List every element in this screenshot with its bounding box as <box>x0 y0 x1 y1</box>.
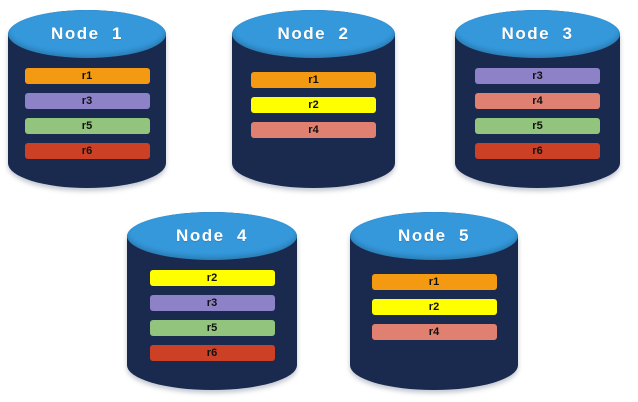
replica-bar-r2[interactable]: r2 <box>371 299 497 315</box>
replica-bar-r4[interactable]: r4 <box>371 324 497 340</box>
replica-bar-r1[interactable]: r1 <box>24 68 150 84</box>
replica-bar-r3[interactable]: r3 <box>149 295 275 311</box>
cylinder-top-ellipse <box>127 212 297 260</box>
replica-bar-r1[interactable]: r1 <box>251 72 376 88</box>
replica-bar-r6[interactable]: r6 <box>475 143 600 159</box>
replica-bar-r2[interactable]: r2 <box>149 270 275 286</box>
replica-bar-r6[interactable]: r6 <box>149 345 275 361</box>
replica-list: r3 r4 r5 r6 <box>455 68 620 159</box>
cylinder-top-ellipse <box>232 10 395 58</box>
replica-bar-r4[interactable]: r4 <box>475 93 600 109</box>
database-node-3[interactable]: Node 3 r3 r4 r5 r6 <box>455 10 620 188</box>
replica-bar-r4[interactable]: r4 <box>251 122 376 138</box>
node-label: Node 3 <box>501 24 574 43</box>
node-label: Node 4 <box>176 226 248 245</box>
database-node-5[interactable]: Node 5 r1 r2 r4 <box>350 212 518 390</box>
replica-bar-r3[interactable]: r3 <box>475 68 600 84</box>
replica-bar-r3[interactable]: r3 <box>24 93 150 109</box>
cylinder-top-ellipse <box>8 10 166 58</box>
replica-list: r2 r3 r5 r6 <box>127 270 297 361</box>
database-node-1[interactable]: Node 1 r1 r3 r5 r6 <box>8 10 166 188</box>
replica-list: r1 r2 r4 <box>350 274 518 340</box>
replica-list: r1 r2 r4 <box>232 72 395 138</box>
database-node-2[interactable]: Node 2 r1 r2 r4 <box>232 10 395 188</box>
replica-bar-r5[interactable]: r5 <box>24 118 150 134</box>
replica-bar-r5[interactable]: r5 <box>475 118 600 134</box>
node-label: Node 1 <box>51 24 123 43</box>
cylinder-top-ellipse <box>350 212 518 260</box>
node-label: Node 5 <box>398 226 470 245</box>
cylinder-top-ellipse <box>455 10 620 58</box>
replica-bar-r6[interactable]: r6 <box>24 143 150 159</box>
replica-bar-r2[interactable]: r2 <box>251 97 376 113</box>
replica-list: r1 r3 r5 r6 <box>8 68 166 159</box>
node-label: Node 2 <box>277 24 350 43</box>
replica-bar-r1[interactable]: r1 <box>371 274 497 290</box>
database-node-4[interactable]: Node 4 r2 r3 r5 r6 <box>127 212 297 390</box>
replica-bar-r5[interactable]: r5 <box>149 320 275 336</box>
